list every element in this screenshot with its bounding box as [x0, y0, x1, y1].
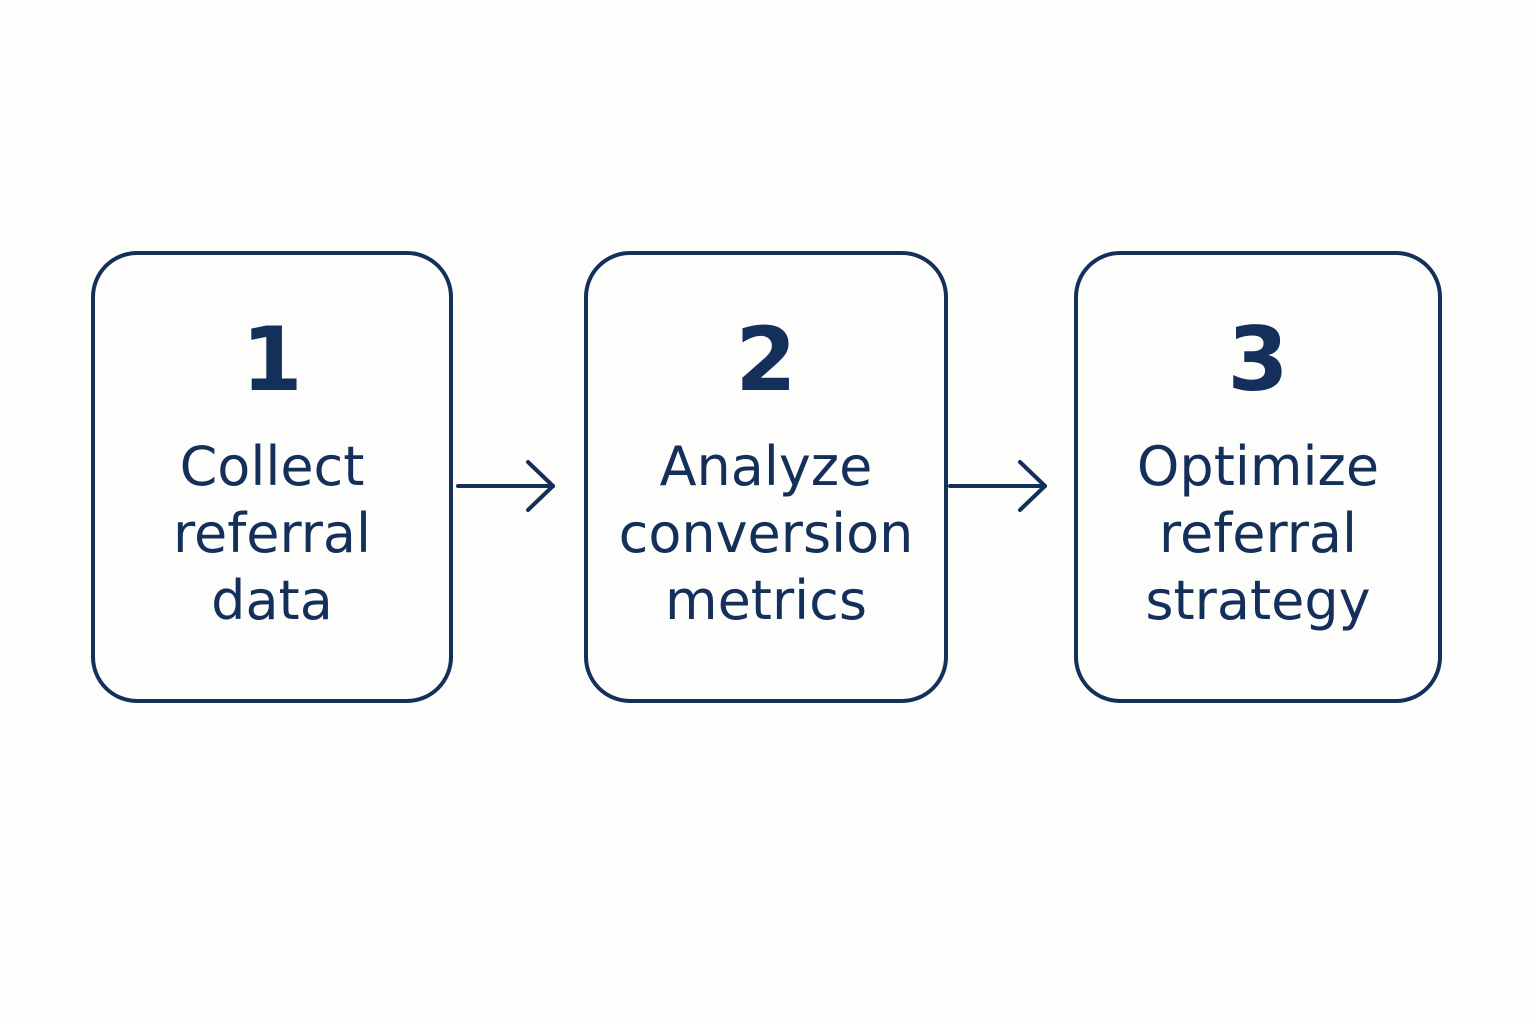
step-label: Collect referral data	[95, 433, 449, 634]
step-number: 1	[241, 308, 303, 411]
arrow-right-icon	[456, 460, 555, 512]
step-label-line: metrics	[664, 569, 868, 632]
step-label-line: Optimize	[1136, 435, 1380, 498]
step-label-line: strategy	[1145, 569, 1371, 632]
step-label: Optimize referral strategy	[1078, 433, 1438, 634]
step-label-line: Analyze	[659, 435, 873, 498]
step-label-line: referral	[172, 502, 372, 565]
step-label-line: Collect	[179, 435, 365, 498]
step-number: 3	[1227, 308, 1289, 411]
arrow-right-icon	[948, 460, 1047, 512]
step-label-line: conversion	[618, 502, 914, 565]
step-box-analyze: 2 Analyze conversion metrics	[584, 251, 948, 703]
step-number: 2	[735, 308, 797, 411]
step-label: Analyze conversion metrics	[588, 433, 944, 634]
step-label-line: referral	[1158, 502, 1358, 565]
step-label-line: data	[211, 569, 333, 632]
step-box-collect: 1 Collect referral data	[91, 251, 453, 703]
step-box-optimize: 3 Optimize referral strategy	[1074, 251, 1442, 703]
